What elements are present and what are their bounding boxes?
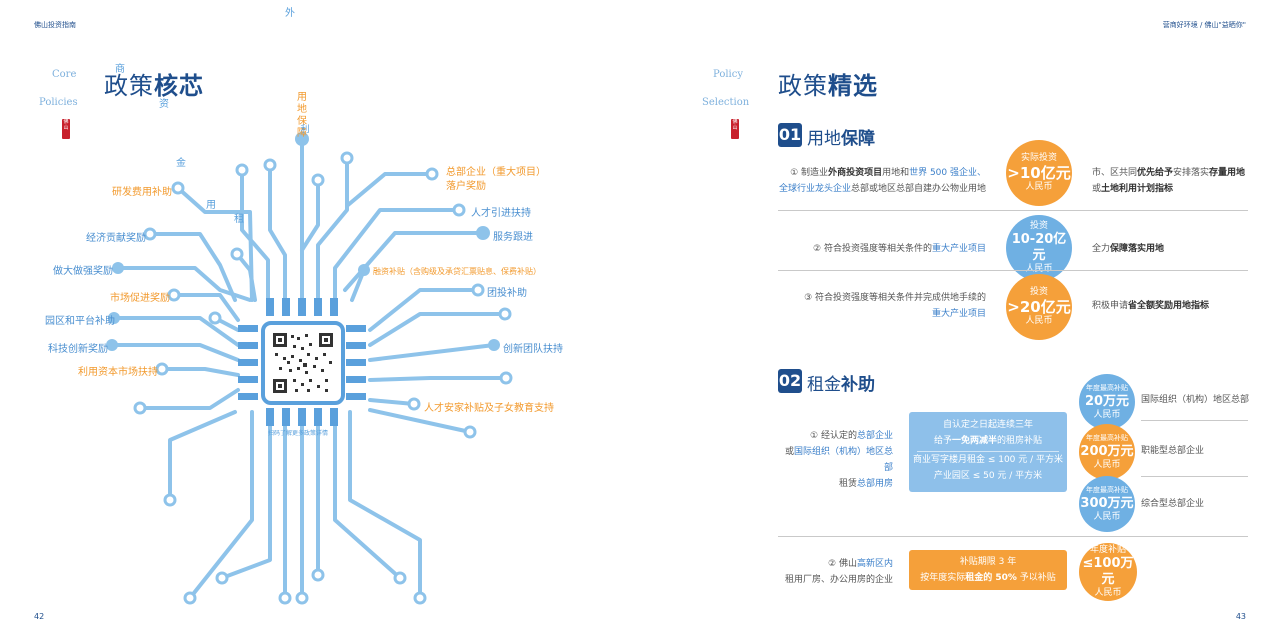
right-side-en-2: Selection: [702, 97, 750, 108]
land-row-1-right: 市、区共同优先给予安排落实存量用地 或土地利用计划指标: [1092, 168, 1246, 194]
scatter-char-1: 外: [285, 8, 295, 19]
label-innovation-team: 创新团队扶持: [503, 344, 563, 355]
left-side-en-2: Policies: [39, 97, 78, 108]
circuit-tree-graphic: [106, 132, 513, 605]
rent-item-2-badge: 年度补贴 ≤100万元 人民币: [1079, 543, 1137, 601]
label-capital-market: 利用资本市场扶持: [78, 367, 158, 378]
land-divider-2: [778, 270, 1248, 271]
qr-pattern-icon: [273, 333, 333, 393]
rent-tier-divider-1: [1141, 420, 1248, 421]
rent-tier-2-badge: 年度最高补贴 200万元 人民币: [1079, 424, 1135, 480]
land-divider-1: [778, 210, 1248, 211]
section-01-number: 01: [778, 123, 802, 147]
right-seal: 佛山: [731, 119, 739, 139]
scatter-char-5: 用: [206, 200, 216, 211]
left-page-number: 42: [34, 612, 45, 621]
rent-item-2-text: ② 佛山高新区内 租用厂房、办公用房的企业: [784, 559, 893, 585]
left-page-title: 政策核芯: [104, 72, 204, 100]
rent-tier-1-badge: 年度最高补贴 20万元 人民币: [1079, 374, 1135, 430]
label-economic-reward: 经济贡献奖励: [86, 233, 146, 244]
label-grow-reward: 做大做强奖励: [53, 266, 113, 277]
section-02-title: 租金补助: [807, 375, 875, 395]
land-row-1-text: ① 制造业外商投资项目用地和世界 500 强企业、 全球行业龙头企业总部或地区总…: [778, 168, 986, 194]
rent-tier-2-label: 职能型总部企业: [1141, 446, 1205, 456]
label-rd-subsidy: 研发费用补助: [112, 187, 172, 198]
label-tech-reward: 科技创新奖励: [48, 344, 108, 355]
label-service: 服务跟进: [493, 232, 533, 243]
label-market-reward: 市场促进奖励: [110, 293, 170, 304]
land-row-3-badge: 投资 >20亿元 人民币: [1006, 274, 1072, 340]
label-hq-reward-2: 落户奖励: [446, 181, 486, 192]
qr-code[interactable]: [261, 321, 345, 405]
scatter-char-4: 金: [176, 158, 186, 169]
rent-item-2-box: 补贴期限 3 年 按年度实际租金的 50% 予以补贴: [909, 550, 1067, 590]
right-side-en-1: Policy: [713, 69, 743, 80]
vertical-land-tail: 利: [300, 125, 310, 135]
land-row-2-text: ② 符合投资强度等相关条件的重大产业项目: [813, 244, 986, 254]
left-side-en-1: Core: [52, 69, 77, 80]
rent-tier-divider-2: [1141, 476, 1248, 477]
scatter-char-2: 商: [115, 64, 125, 75]
right-page-number: 43: [1235, 612, 1246, 621]
left-seal: 佛山: [62, 119, 70, 139]
land-row-3-text: ③ 符合投资强度等相关条件并完成供地手续的 重大产业项目: [804, 293, 986, 319]
left-header-title: 佛山投资指南: [34, 21, 76, 29]
scatter-char-3: 资: [159, 99, 169, 110]
right-page-title: 政策精选: [778, 72, 878, 100]
label-talent-support: 人才引进扶持: [471, 208, 531, 219]
label-finance-subsidy: 融资补贴（含购级及承贷汇票贴息、保费补贴）: [373, 267, 541, 276]
label-park-subsidy: 园区和平台补助: [45, 316, 115, 327]
rent-tier-3-label: 综合型总部企业: [1141, 499, 1205, 509]
rent-item-1-box: 自认定之日起连续三年 给予一免两减半的租房补贴 商业写字楼月租金 ≤ 100 元…: [909, 412, 1067, 492]
label-team-subsidy: 团投补助: [487, 288, 527, 299]
label-talent-housing: 人才安家补贴及子女教育支持: [424, 403, 554, 414]
rent-tier-3-badge: 年度最高补贴 300万元 人民币: [1079, 476, 1135, 532]
land-row-1-badge: 实际投资 >10亿元 人民币: [1006, 140, 1072, 206]
land-row-3-right: 积极申请省全额奖励用地指标: [1092, 301, 1210, 311]
qr-caption: 扫码了解更多政策详情: [268, 430, 329, 437]
land-row-2-right: 全力保障落实用地: [1092, 244, 1165, 254]
right-header-title: 营商好环境 / 佛山"益晒你": [1162, 21, 1246, 29]
scatter-char-6: 租: [234, 214, 244, 225]
section-01-title: 用地保障: [807, 129, 875, 149]
section-02-number: 02: [778, 369, 802, 393]
rent-item-1-text: ① 经认定的总部企业 或国际组织（机构）地区总部 租赁总部用房: [784, 431, 893, 489]
rent-tier-1-label: 国际组织（机构）地区总部: [1141, 395, 1250, 405]
vertical-land-label: 用地保障: [297, 92, 307, 139]
rent-divider: [778, 536, 1248, 537]
label-hq-reward: 总部企业（重大项目）: [446, 167, 546, 178]
land-row-2-badge: 投资 10-20亿元 人民币: [1006, 215, 1072, 281]
